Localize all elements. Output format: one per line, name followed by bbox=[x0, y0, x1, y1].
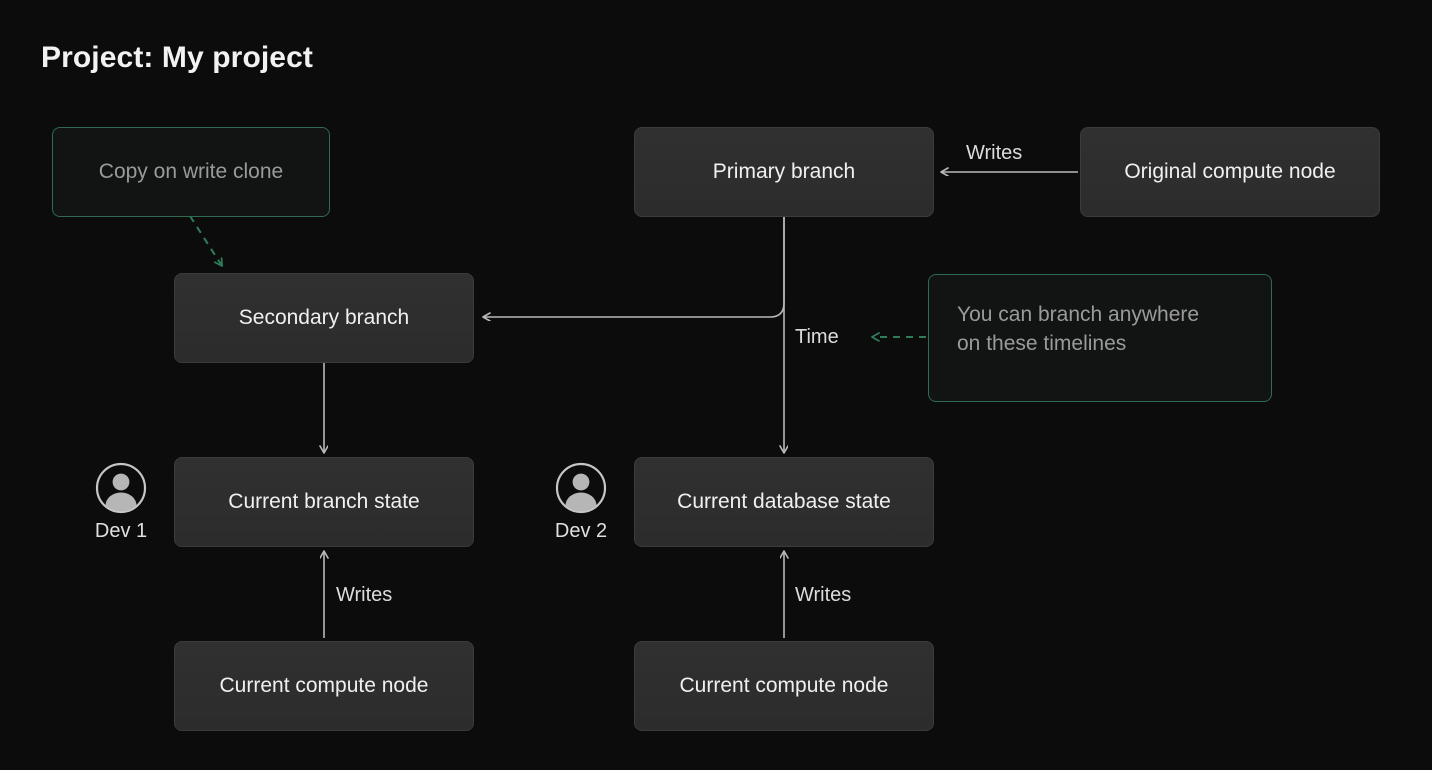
node-original-compute-node[interactable]: Original compute node bbox=[1080, 127, 1380, 217]
edge-label-writes-left: Writes bbox=[336, 584, 393, 606]
avatar-dev-2-label: Dev 2 bbox=[554, 520, 608, 542]
page-title: Project: My project bbox=[41, 41, 313, 74]
edge-label-time: Time bbox=[795, 326, 839, 348]
person-avatar-icon bbox=[555, 462, 607, 514]
node-current-compute-node-left[interactable]: Current compute node bbox=[174, 641, 474, 731]
node-original-compute-node-label: Original compute node bbox=[1124, 159, 1336, 183]
node-primary-branch[interactable]: Primary branch bbox=[634, 127, 934, 217]
node-secondary-branch-label: Secondary branch bbox=[238, 305, 410, 329]
avatar-dev-1-label: Dev 1 bbox=[94, 520, 148, 542]
node-branch-anywhere-note[interactable]: You can branch anywhere on these timelin… bbox=[928, 274, 1272, 402]
avatar-dev-1: Dev 1 bbox=[81, 462, 161, 543]
node-current-compute-node-right-label: Current compute node bbox=[679, 673, 889, 697]
node-current-compute-node-right[interactable]: Current compute node bbox=[634, 641, 934, 731]
edge-copy-on-write-to-secondary bbox=[189, 215, 222, 266]
avatar-dev-2: Dev 2 bbox=[541, 462, 621, 543]
node-current-branch-state[interactable]: Current branch state bbox=[174, 457, 474, 547]
node-current-branch-state-label: Current branch state bbox=[228, 489, 420, 513]
node-copy-on-write-clone[interactable]: Copy on write clone bbox=[52, 127, 330, 217]
edge-label-writes-right: Writes bbox=[795, 584, 852, 606]
node-current-database-state[interactable]: Current database state bbox=[634, 457, 934, 547]
edge-primary-to-secondary bbox=[483, 216, 785, 317]
person-avatar-icon bbox=[95, 462, 147, 514]
edge-label-writes-top: Writes bbox=[966, 142, 1023, 164]
note-line-2: on these timelines bbox=[957, 331, 1127, 355]
node-copy-on-write-clone-label: Copy on write clone bbox=[98, 159, 284, 183]
node-current-database-state-label: Current database state bbox=[677, 489, 891, 513]
note-line-1: You can branch anywhere bbox=[957, 303, 1200, 326]
node-secondary-branch[interactable]: Secondary branch bbox=[174, 273, 474, 363]
node-primary-branch-label: Primary branch bbox=[712, 159, 856, 183]
node-current-compute-node-left-label: Current compute node bbox=[219, 673, 429, 697]
